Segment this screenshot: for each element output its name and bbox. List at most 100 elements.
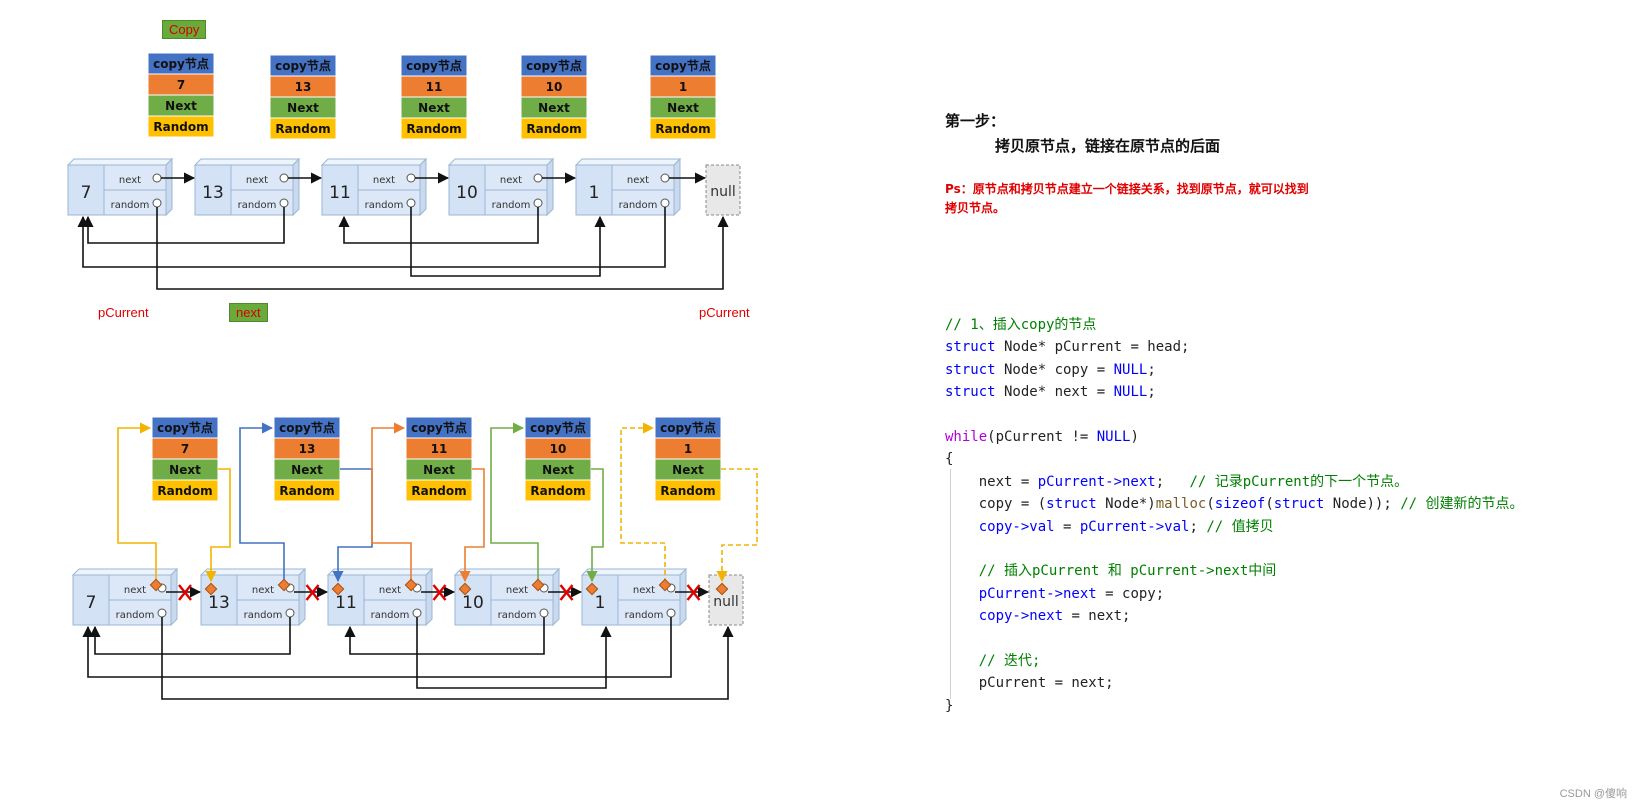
list-node-val-cell xyxy=(321,164,359,216)
list-node-random-label: random xyxy=(371,610,410,621)
code-token: = next; xyxy=(1063,608,1131,625)
insert-link-arrow xyxy=(117,422,157,583)
insert-link-arrow xyxy=(490,422,539,583)
broken-link-stroke xyxy=(305,584,320,601)
copy-node-val: 1 xyxy=(684,442,692,456)
list-node-random-label: random xyxy=(244,610,283,621)
copy-node-val: 10 xyxy=(546,80,563,94)
code-token: // 插入pCurrent 和 pCurrent->next中间 xyxy=(945,563,1277,580)
list-node-random-label: random xyxy=(238,200,277,211)
copy-node-next: Next xyxy=(542,463,574,477)
code-line: copy = (struct Node*)malloc(sizeof(struc… xyxy=(945,493,1524,515)
pointer-diamond-icon xyxy=(277,578,291,592)
list-node-val-cell xyxy=(67,164,105,216)
copy-node-val: 11 xyxy=(426,80,443,94)
copy-next-link-arrow xyxy=(205,468,231,583)
copy-node-val: 1 xyxy=(679,80,687,94)
code-token: ( xyxy=(1206,496,1215,513)
list-node-random-label: random xyxy=(365,200,404,211)
code-line: // 插入pCurrent 和 pCurrent->next中间 xyxy=(945,560,1524,582)
code-token: Node*) xyxy=(1096,496,1156,513)
list-node-val-cell xyxy=(194,164,232,216)
code-line: // 1、插入copy的节点 xyxy=(945,314,1524,336)
list-node-next-label: next xyxy=(500,175,522,186)
list-node-side-face xyxy=(679,567,687,627)
list-node-top-face xyxy=(199,568,307,576)
code-block-guide xyxy=(950,469,951,699)
code-token: pCurrent->val xyxy=(1079,518,1190,535)
list-node-val: 7 xyxy=(81,183,92,203)
list-node-next-label: next xyxy=(627,175,649,186)
broken-link-x-icon xyxy=(686,584,701,601)
next-pointer-dot xyxy=(660,173,670,183)
code-token: Node* copy = xyxy=(995,361,1114,378)
random-link-arrow xyxy=(156,207,729,290)
list-node-val: 13 xyxy=(208,593,230,613)
copy-node-next: Next xyxy=(667,101,699,115)
pointer-diamond-icon xyxy=(204,582,218,596)
list-node-top-face xyxy=(66,158,174,166)
list-node-val-cell xyxy=(581,574,619,626)
pointer-diamond-icon xyxy=(331,582,345,596)
broken-link-x-icon xyxy=(559,584,574,601)
broken-link-x-icon xyxy=(432,584,447,601)
copy-next-link-arrow xyxy=(332,468,373,583)
list-node-val: 10 xyxy=(456,183,478,203)
copy-node-random: Random xyxy=(411,484,466,498)
code-line xyxy=(945,627,1524,649)
random-link-arrow xyxy=(338,207,539,244)
copy-next-link-arrow xyxy=(586,468,604,583)
top-diagram: copy节点7NextRandomcopy节点13NextRandomcopy节… xyxy=(66,52,741,290)
code-token: = copy; xyxy=(1096,585,1165,602)
code-token: Node* pCurrent = head; xyxy=(995,339,1190,356)
copy-node-random: Random xyxy=(157,484,212,498)
code-token: ( xyxy=(1265,496,1274,513)
copy-node-title: copy节点 xyxy=(279,420,335,435)
copy-node-val: 7 xyxy=(181,442,189,456)
random-pointer-dot xyxy=(533,198,543,208)
code-line: next = pCurrent->next; // 记录pCurrent的下一个… xyxy=(945,471,1524,493)
code-line: pCurrent = next; xyxy=(945,672,1524,694)
copy-node-random-cell xyxy=(273,479,341,502)
list-node-side-face xyxy=(170,567,178,627)
code-token: struct xyxy=(1046,496,1097,513)
list-node-top-face xyxy=(453,568,561,576)
step-heading: 第一步： xyxy=(945,112,1006,130)
code-token: malloc xyxy=(1155,496,1207,513)
code-line: // 迭代; xyxy=(945,650,1524,672)
list-node-val-cell xyxy=(200,574,238,626)
copy-node-random: Random xyxy=(275,122,330,136)
step-note: Ps：原节点和拷贝节点建立一个链接关系，找到原节点，就可以找到拷贝节点。 xyxy=(945,182,1309,215)
copy-node-next: Next xyxy=(291,463,323,477)
copy-node-next: Next xyxy=(287,101,319,115)
code-token: Node* next = xyxy=(995,384,1114,401)
list-node: 13 next random xyxy=(199,567,307,627)
code-token xyxy=(945,608,979,624)
random-link-arrow xyxy=(77,207,666,268)
list-node-side-face xyxy=(419,157,427,217)
random-pointer-dot xyxy=(285,608,295,618)
list-node-top-face xyxy=(580,568,688,576)
copy-node-val: 7 xyxy=(177,78,185,92)
copy-node-next: Next xyxy=(165,99,197,113)
copy-node-random-cell xyxy=(524,479,592,502)
insert-link-arrow xyxy=(371,422,412,583)
code-token: struct xyxy=(945,361,996,378)
insert-link-arrow xyxy=(620,422,666,583)
copy-node-val: 13 xyxy=(299,442,316,456)
next-pointer-dot xyxy=(406,173,416,183)
code-token: NULL xyxy=(1113,361,1148,378)
copy-node-next: Next xyxy=(418,101,450,115)
null-node-box xyxy=(705,164,741,216)
code-token: (pCurrent != xyxy=(987,428,1097,445)
copy-node-random: Random xyxy=(660,484,715,498)
copy-tag: Copy xyxy=(162,20,207,39)
list-node-next-label: next xyxy=(124,585,146,596)
copy-node-title: copy节点 xyxy=(157,420,213,435)
random-link-arrow xyxy=(82,617,672,678)
list-node-next-label: next xyxy=(252,585,274,596)
code-line: while(pCurrent != NULL) xyxy=(945,426,1524,448)
